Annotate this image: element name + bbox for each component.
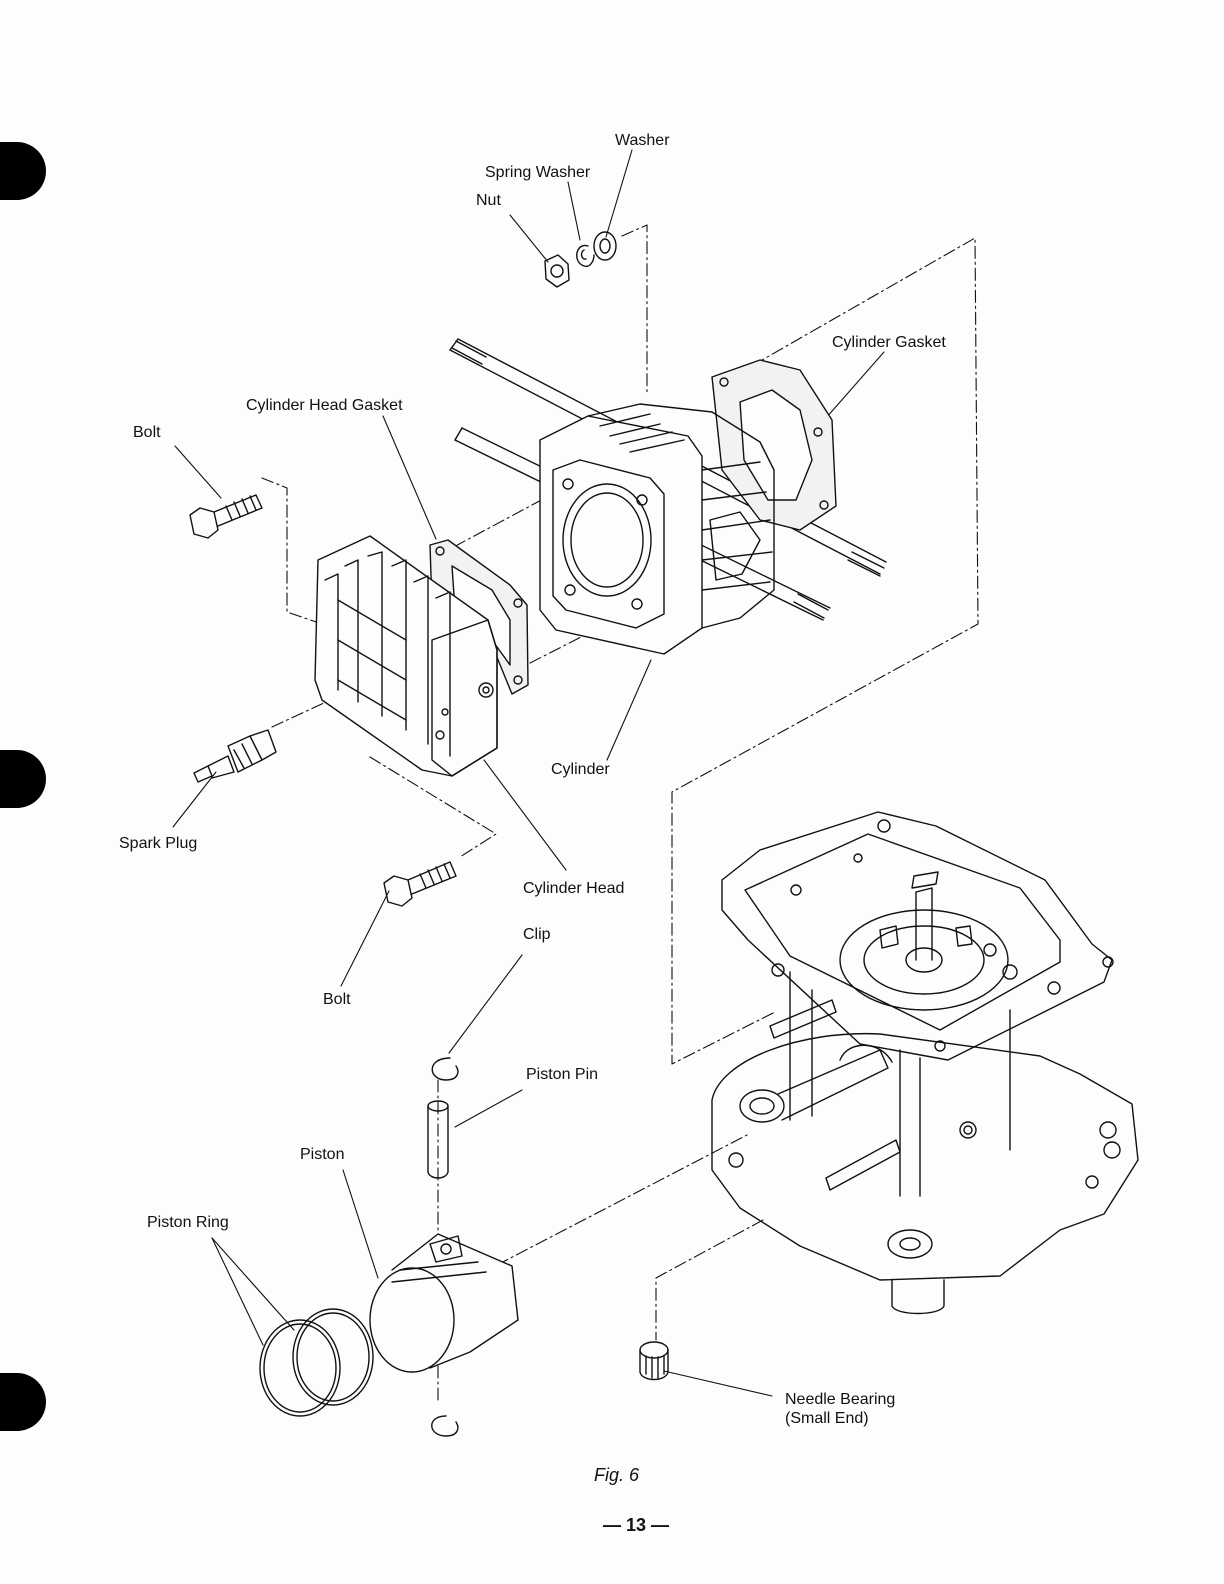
figure-caption: Fig. 6 xyxy=(594,1465,640,1485)
nut-part xyxy=(545,255,569,287)
label-cylinder: Cylinder xyxy=(551,761,610,778)
label-bolt-top: Bolt xyxy=(133,424,161,441)
label-spark-plug: Spark Plug xyxy=(119,835,198,852)
piston-ring-part xyxy=(260,1309,373,1416)
connecting-rod-part xyxy=(740,1045,892,1122)
label-bolt-bottom: Bolt xyxy=(323,991,351,1008)
binder-hole-bottom xyxy=(0,1373,46,1431)
label-cylinder-head-gasket: Cylinder Head Gasket xyxy=(246,397,403,414)
label-washer: Washer xyxy=(615,132,670,149)
label-piston: Piston xyxy=(300,1146,345,1163)
label-piston-pin: Piston Pin xyxy=(526,1066,599,1083)
bolt-bottom-part xyxy=(384,862,456,906)
label-cylinder-head: Cylinder Head xyxy=(523,880,625,897)
needle-bearing-part xyxy=(640,1342,668,1380)
clip-upper-part xyxy=(432,1058,458,1080)
page-number: — 13 — xyxy=(603,1515,670,1535)
label-spring-washer: Spring Washer xyxy=(485,164,591,181)
spark-plug-part xyxy=(194,730,276,782)
binder-hole-middle xyxy=(0,750,46,808)
crankcase-part xyxy=(712,812,1138,1314)
leader-lines xyxy=(173,150,884,1396)
piston-pin-part xyxy=(428,1101,448,1178)
label-nut: Nut xyxy=(476,192,501,209)
label-cylinder-gasket: Cylinder Gasket xyxy=(832,334,946,351)
cylinder-part xyxy=(540,404,774,654)
piston-part xyxy=(370,1234,518,1372)
spring-washer-part xyxy=(577,245,594,266)
washer-part xyxy=(594,232,616,260)
bolt-top-part xyxy=(190,495,262,538)
label-clip: Clip xyxy=(523,926,551,943)
label-piston-ring: Piston Ring xyxy=(147,1214,229,1231)
label-needle-bearing-sub: (Small End) xyxy=(785,1410,869,1427)
label-needle-bearing: Needle Bearing xyxy=(785,1391,896,1408)
binder-hole-top xyxy=(0,142,46,200)
cylinder-gasket-part xyxy=(712,360,836,530)
cylinder-head-part xyxy=(315,536,497,776)
clip-lower-part xyxy=(432,1416,458,1436)
